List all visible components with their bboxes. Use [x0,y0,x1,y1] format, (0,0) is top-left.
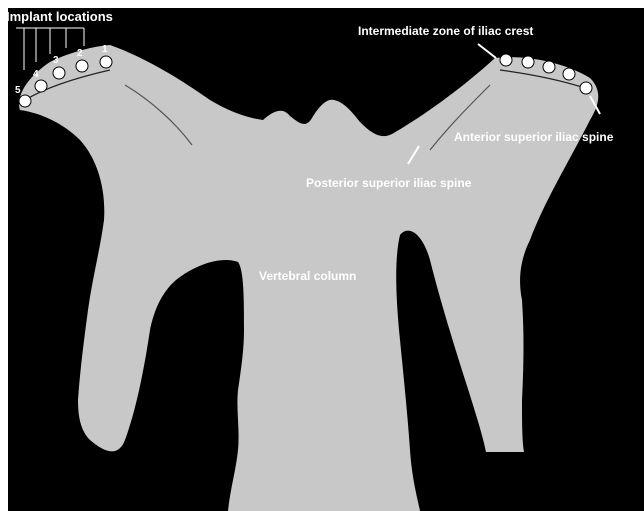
implant-marker-2 [76,60,88,72]
implant-number: 3 [53,55,59,66]
intermediate-zone-label: Intermediate zone of iliac crest [358,24,533,38]
implant-marker-4 [35,80,47,92]
implant-number: 2 [77,48,83,59]
vertebral-column-label: Vertebral column [259,269,356,283]
anterior-superior-iliac-spine-label: Anterior superior iliac spine [454,130,614,144]
implant-marker-1 [100,56,112,68]
implant-number: 4 [33,69,39,80]
implant-marker-5 [19,95,31,107]
implant-number: 5 [15,85,21,96]
implant-marker-3 [53,67,65,79]
posterior-superior-iliac-spine-label: Posterior superior iliac spine [306,176,472,190]
implant-locations-label: Implant locations [6,9,113,24]
implant-number: 1 [102,44,108,55]
